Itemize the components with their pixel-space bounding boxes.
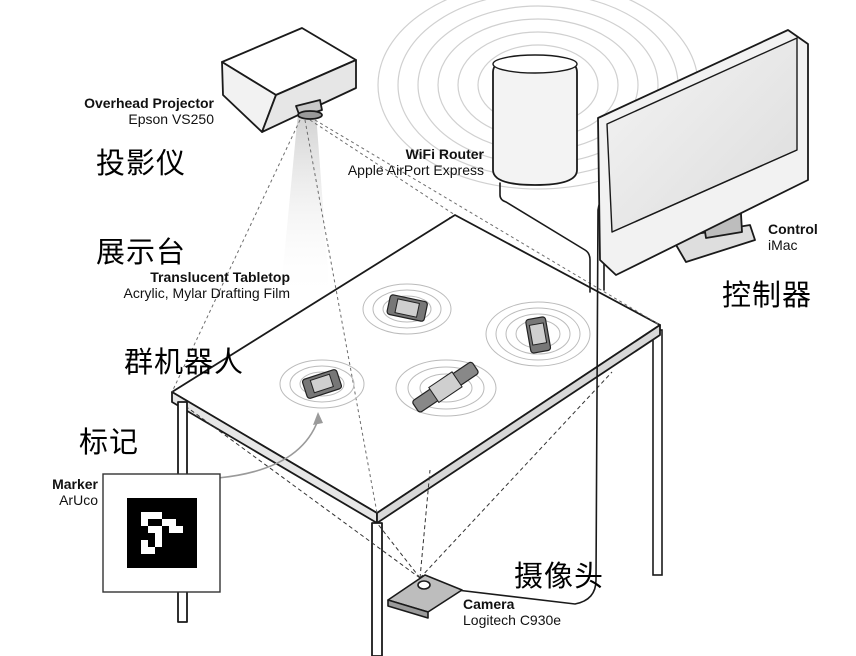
camera-view-lines bbox=[187, 371, 613, 579]
wifi-router bbox=[492, 54, 578, 186]
marker-label: Marker ArUco bbox=[52, 476, 98, 508]
aruco-pattern bbox=[141, 512, 183, 554]
router-title: WiFi Router bbox=[405, 146, 484, 162]
projector-subtitle: Epson VS250 bbox=[128, 110, 214, 127]
table bbox=[171, 214, 661, 656]
projection-lines bbox=[171, 119, 661, 514]
tabletop-cn-label: 展示台 bbox=[96, 235, 187, 269]
imac bbox=[597, 29, 809, 276]
aruco-marker-card bbox=[102, 473, 221, 593]
marker-arrow bbox=[217, 419, 319, 479]
router-subtitle: Apple AirPort Express bbox=[347, 161, 484, 178]
tabletop-label: Translucent Tabletop Acrylic, Mylar Draf… bbox=[123, 269, 290, 301]
marker-title: Marker bbox=[52, 476, 98, 492]
marker-cn-label: 标记 bbox=[79, 425, 140, 459]
marker-subtitle: ArUco bbox=[59, 491, 98, 508]
camera bbox=[387, 574, 463, 619]
robot-1 bbox=[362, 283, 452, 335]
camera-subtitle: Logitech C930e bbox=[463, 611, 562, 628]
projector-cn-label: 投影仪 bbox=[96, 146, 187, 180]
projector-title: Overhead Projector bbox=[84, 95, 214, 111]
robot-3 bbox=[279, 359, 365, 409]
robot-2 bbox=[485, 301, 591, 367]
projector-label: Overhead Projector Epson VS250 bbox=[84, 95, 214, 127]
marker-arrow-head bbox=[313, 412, 323, 425]
camera-cn-label: 摄像头 bbox=[514, 559, 605, 593]
tabletop-title: Translucent Tabletop bbox=[150, 269, 290, 285]
control-cn-label: 控制器 bbox=[722, 278, 813, 312]
camera-label: Camera Logitech C930e bbox=[463, 596, 562, 628]
projector bbox=[221, 27, 357, 133]
camera-title: Camera bbox=[463, 596, 515, 612]
control-label: Control iMac bbox=[768, 221, 818, 253]
robots-cn-label: 群机器人 bbox=[124, 345, 245, 379]
router-label: WiFi Router Apple AirPort Express bbox=[347, 146, 484, 178]
control-title: Control bbox=[768, 221, 818, 237]
projection-beam bbox=[280, 113, 330, 300]
control-subtitle: iMac bbox=[768, 236, 798, 253]
robot-4 bbox=[395, 359, 497, 417]
tabletop-subtitle: Acrylic, Mylar Drafting Film bbox=[123, 284, 290, 301]
